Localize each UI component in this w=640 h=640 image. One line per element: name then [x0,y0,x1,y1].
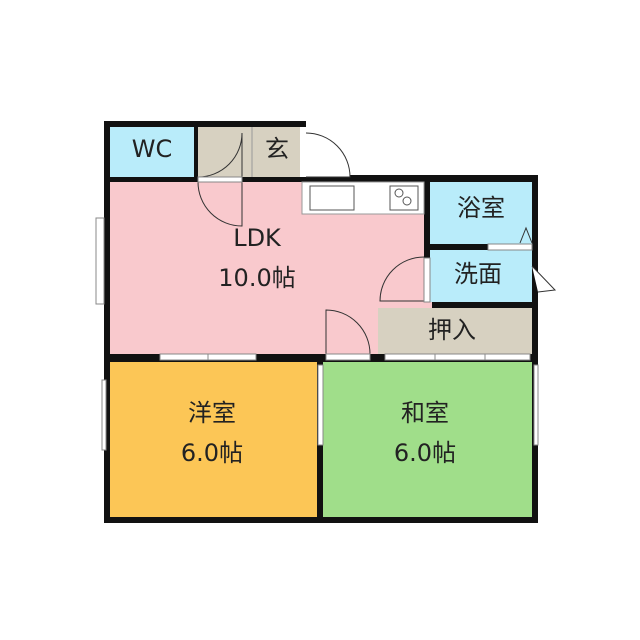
bath-room [430,182,532,244]
genkan-label: 玄 [265,135,289,163]
washroom-room [430,250,532,302]
western-size: 6.0帖 [181,439,243,467]
japanese-size: 6.0帖 [394,439,456,467]
sink-icon [309,185,355,211]
wc-room [110,127,194,177]
western-room [110,362,317,517]
genkan-room [198,127,300,177]
door-swings [197,127,557,355]
ldk-size: 10.0帖 [218,264,295,292]
washroom-label: 洗面 [454,260,502,288]
bath-label: 浴室 [457,194,505,222]
ldk-label: LDK [233,224,282,252]
japanese-room [323,362,532,517]
closet-room [378,308,532,354]
western-label: 洋室 [188,399,236,427]
windows [95,176,539,451]
wc-label: WC [132,135,173,163]
japanese-label: 和室 [401,399,449,427]
closet-label: 押入 [428,316,476,344]
